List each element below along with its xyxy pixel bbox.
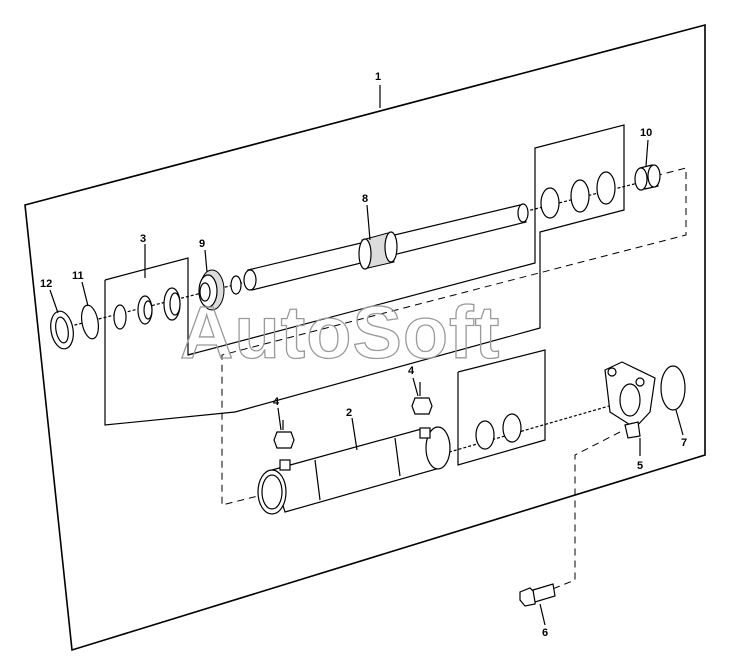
- o-ring-11: [80, 304, 100, 340]
- callout-7: 7: [681, 437, 687, 449]
- snap-ring-12: [50, 310, 74, 350]
- callout-4a: 4: [273, 396, 280, 408]
- callout-12: 12: [40, 278, 52, 290]
- callout-1: 1: [375, 71, 381, 83]
- leader-11: [81, 281, 89, 307]
- callout-10: 10: [640, 127, 652, 139]
- fitting-4b: [411, 382, 433, 415]
- leader-6: [539, 603, 546, 626]
- flange-5: [604, 361, 656, 439]
- piston-rod-8: [243, 203, 529, 291]
- barrel-2: [257, 426, 451, 515]
- assembly-path-rod: [221, 167, 687, 506]
- assembly-path-pin: [544, 431, 621, 593]
- wiper-10: [634, 164, 661, 191]
- callout-6: 6: [542, 627, 548, 639]
- leader-4b: [412, 377, 419, 397]
- fitting-4a: [273, 420, 295, 449]
- seal-kit-outline: [104, 124, 625, 426]
- bolt-6: [519, 583, 556, 607]
- leader-12: [49, 289, 59, 314]
- callout-8: 8: [362, 193, 368, 205]
- seal-set-3: [113, 287, 181, 330]
- callout-9: 9: [199, 238, 205, 250]
- callout-4b: 4: [408, 365, 415, 377]
- barrel-seals: [475, 413, 522, 450]
- leader-2: [351, 417, 358, 451]
- piston-9: [198, 269, 242, 311]
- kit-boundary: [24, 23, 706, 652]
- callout-11: 11: [72, 270, 84, 282]
- leader-10: [645, 139, 649, 167]
- o-ring-7: [660, 365, 686, 411]
- seal-kit-step: [187, 352, 196, 356]
- callout-5: 5: [637, 460, 643, 472]
- gland-seals: [540, 171, 616, 219]
- callout-2: 2: [346, 407, 352, 419]
- callout-3: 3: [140, 233, 146, 245]
- leader-8: [366, 204, 371, 241]
- barrel-frame: [457, 349, 546, 466]
- leader-4a: [277, 407, 282, 431]
- leader-7: [675, 409, 684, 436]
- watermark: AutoSoft: [180, 291, 500, 374]
- leader-9: [204, 249, 208, 273]
